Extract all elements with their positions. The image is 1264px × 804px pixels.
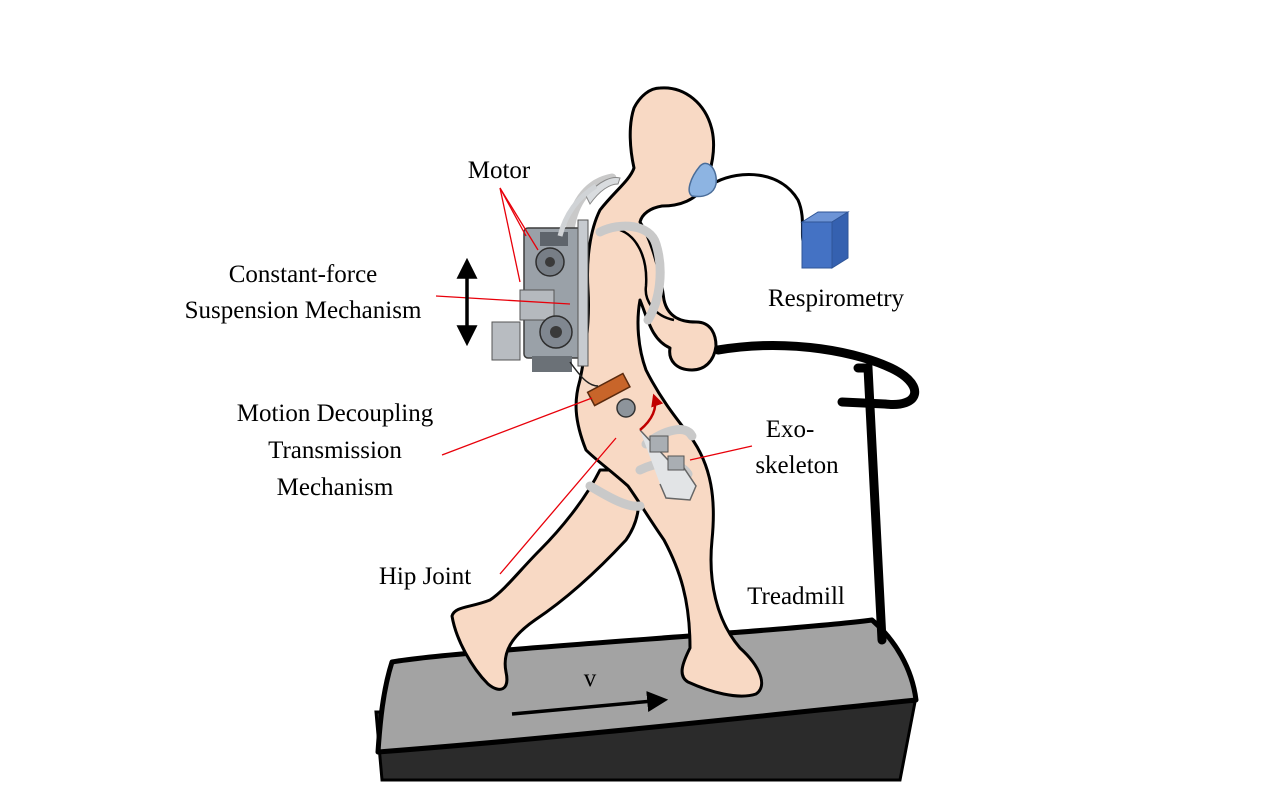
- hip-joint-pivot: [616, 398, 636, 418]
- label-exoskeleton-line2: skeleton: [755, 452, 839, 479]
- human-arm: [619, 228, 675, 322]
- respiratory-mask: [688, 162, 717, 198]
- label-velocity: v: [584, 665, 597, 692]
- backpack-actuator: [491, 177, 621, 372]
- treadmill-handrail: [713, 341, 920, 409]
- cable: [569, 361, 599, 387]
- treadmill-belt: [375, 617, 919, 755]
- labels: Motor Constant-force Suspension Mechanis…: [185, 157, 905, 692]
- label-motor: Motor: [468, 157, 531, 184]
- label-constant-force-line1: Constant-force: [229, 261, 378, 288]
- label-motion-decoupling-line3: Mechanism: [277, 474, 394, 501]
- exoskeleton-thigh-frame: [639, 429, 697, 501]
- treadmill: [374, 341, 920, 782]
- respirometer-device: [800, 211, 850, 269]
- right-arrow-icon: [511, 691, 669, 716]
- label-motion-decoupling-line1: Motion Decoupling: [237, 400, 434, 427]
- back-leg: [450, 468, 641, 691]
- label-respirometry: Respirometry: [768, 285, 905, 312]
- label-hip-joint: Hip Joint: [379, 563, 471, 590]
- curved-arrow-icon: [639, 393, 664, 431]
- breathing-tube: [715, 173, 806, 245]
- label-motion-decoupling-line2: Transmission: [268, 437, 402, 464]
- label-constant-force-line2: Suspension Mechanism: [185, 297, 422, 324]
- label-treadmill: Treadmill: [747, 583, 845, 610]
- treadmill-post: [853, 363, 887, 645]
- label-exoskeleton-line1: Exo-: [766, 416, 815, 443]
